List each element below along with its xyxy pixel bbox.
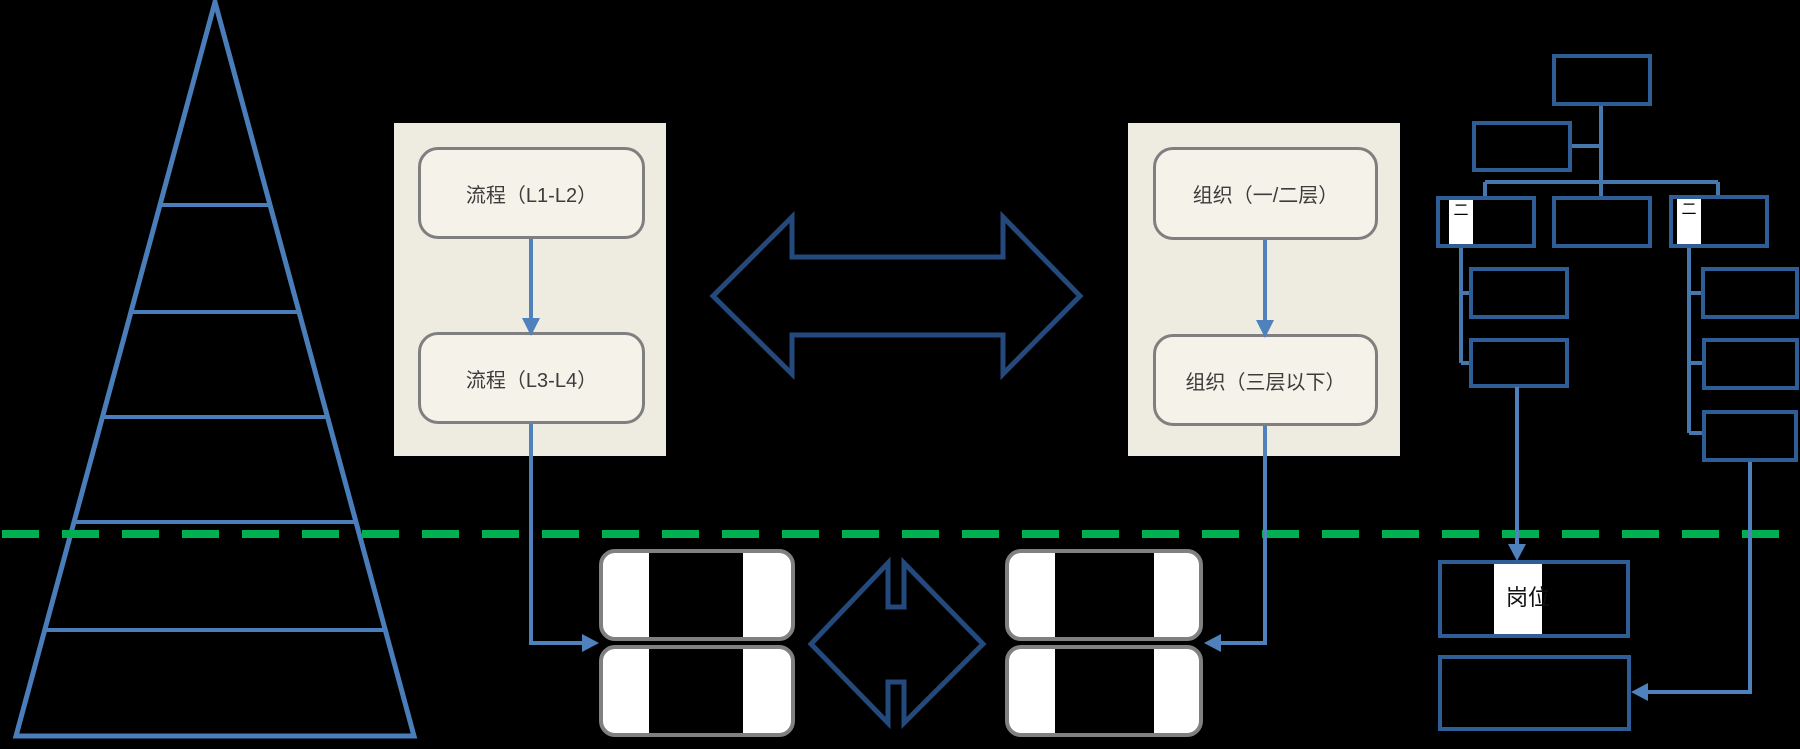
orgchart-right-child3-box — [1702, 410, 1798, 462]
org-level1-2-label: 组织（一/二层） — [1192, 185, 1339, 207]
process-l3-l4-label: 流程（L3-L4） — [465, 369, 598, 392]
striped-box-left-top — [599, 549, 795, 641]
orgchart-right-child2-box — [1702, 338, 1799, 390]
row3-right-white-stripe — [1677, 199, 1701, 244]
striped-box-right-bottom — [1005, 645, 1203, 737]
pyramid-outline — [12, 0, 418, 739]
striped-box-right-top — [1005, 549, 1203, 641]
orgchart-left-child1-box — [1469, 267, 1569, 319]
row3-left-partial-text: 二 — [1453, 202, 1469, 219]
post-label: 岗位 — [1506, 585, 1551, 610]
orgchart-root-box — [1552, 54, 1652, 106]
orgchart-level2-box — [1472, 121, 1572, 172]
orgchart-left-child2-box — [1469, 338, 1569, 388]
orgchart-row3-middle-box — [1552, 196, 1652, 248]
orgchart-right-child1-box — [1701, 267, 1799, 319]
orgchart-row3-left-box — [1436, 196, 1536, 248]
org-level1-2-node: 组织（一/二层） — [1153, 147, 1378, 240]
row3-left-white-stripe — [1449, 200, 1473, 244]
post-white-stripe — [1494, 564, 1542, 634]
process-l1-l2-label: 流程（L1-L2） — [465, 184, 598, 207]
process-l3-l4-node: 流程（L3-L4） — [418, 332, 645, 424]
process-l1-l2-node: 流程（L1-L2） — [418, 147, 645, 239]
post-box — [1438, 560, 1630, 638]
pyramid-level-dividers — [45, 203, 385, 632]
org-level3-below-node: 组织（三层以下） — [1153, 334, 1378, 426]
orgchart-row3-right-box — [1669, 195, 1769, 248]
small-double-arrow — [807, 556, 987, 730]
post-lower-box — [1438, 655, 1631, 731]
big-double-arrow — [709, 210, 1084, 381]
row3-right-partial-text: 二 — [1681, 201, 1697, 218]
org-level3-below-label: 组织（三层以下） — [1185, 371, 1346, 394]
striped-box-left-bottom — [599, 645, 795, 737]
